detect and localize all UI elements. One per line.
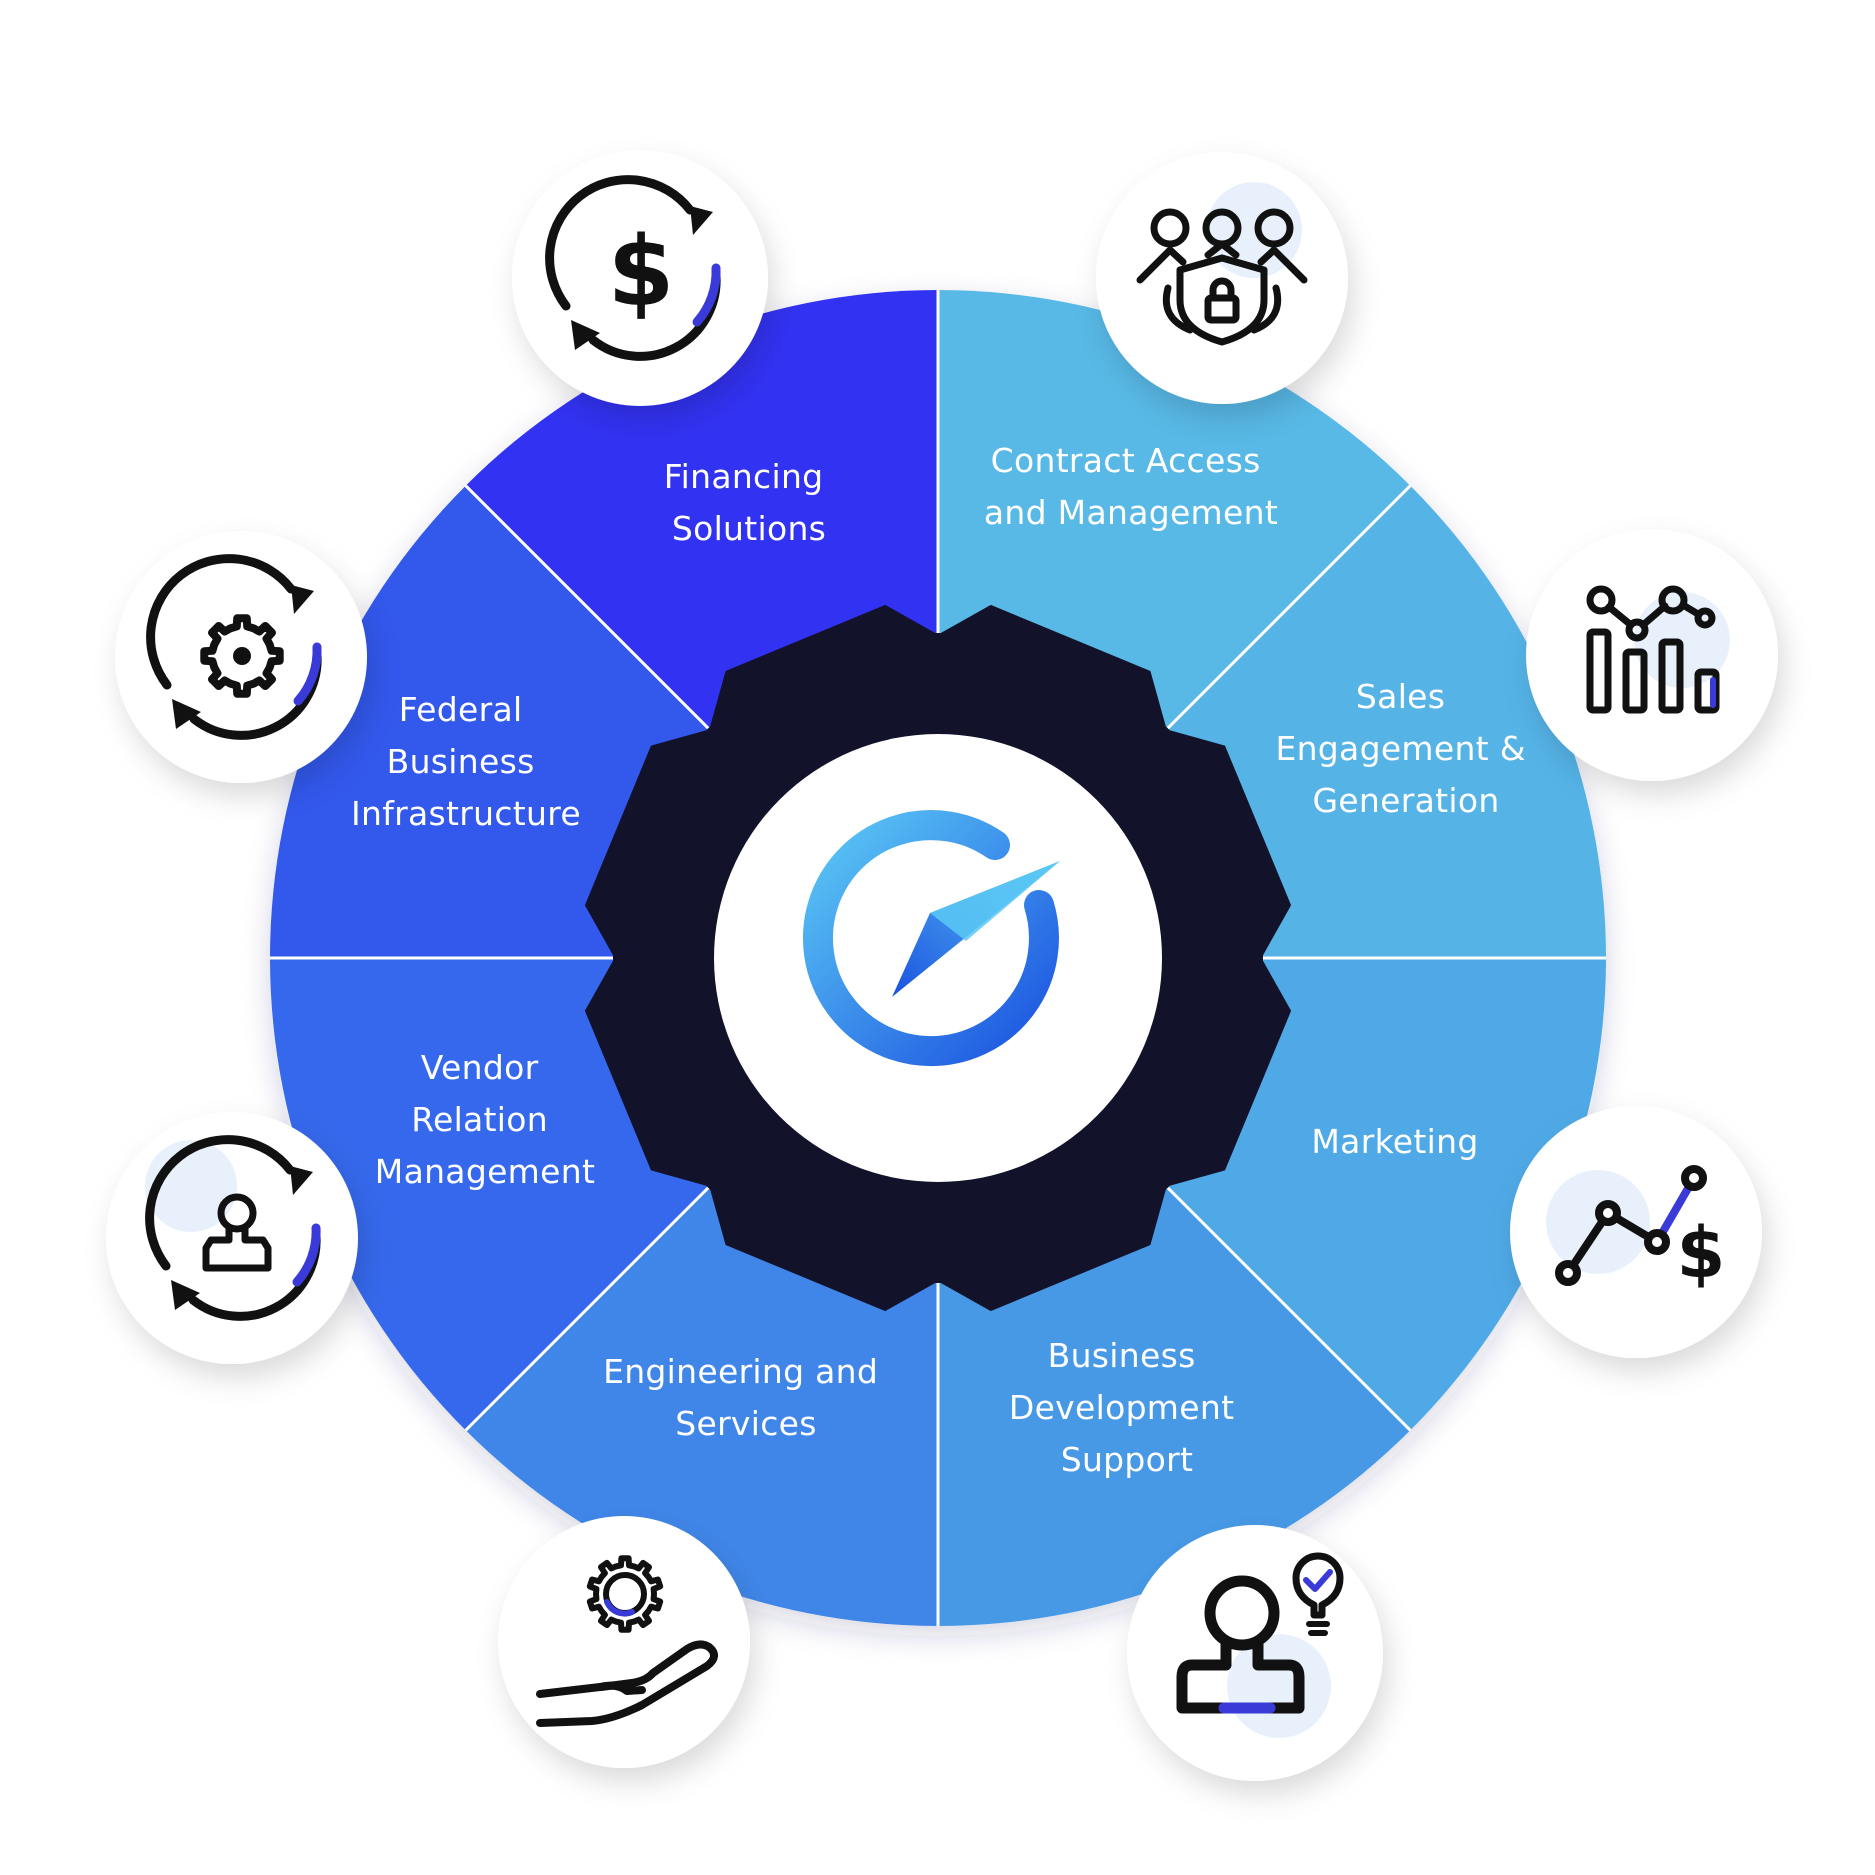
label-marketing: Marketing: [1311, 1122, 1478, 1161]
badge-federal-business: [115, 531, 367, 783]
person-idea-icon: [1176, 1552, 1344, 1714]
label-line: Development: [1009, 1388, 1234, 1427]
label-vendor-relation: Vendor Relation Management: [375, 1048, 595, 1191]
person-cycle-icon: [145, 1135, 321, 1321]
segment-labels: Financing Solutions Contract Access and …: [351, 441, 1536, 1479]
badge-financing-solutions: $: [512, 150, 768, 406]
label-sales-engagement: Sales Engagement & Generation: [1275, 677, 1536, 820]
hand-gear-icon: [536, 1555, 718, 1727]
label-line: Management: [375, 1152, 595, 1191]
label-line: Services: [675, 1404, 817, 1443]
label-line: Vendor: [421, 1048, 539, 1087]
badge-business-development: [1127, 1525, 1383, 1781]
label-line: Federal: [399, 690, 523, 729]
label-line: Infrastructure: [351, 794, 581, 833]
badge-sales-engagement: [1526, 529, 1778, 781]
trend-dollar-icon: $: [1555, 1165, 1726, 1294]
label-line: Sales: [1356, 677, 1445, 716]
gear-outline: [200, 614, 284, 698]
label-engineering-services: Engineering and Services: [603, 1352, 889, 1443]
svg-text:$: $: [608, 216, 675, 328]
gear-outline: [586, 1555, 664, 1633]
label-line: Financing: [664, 457, 824, 496]
label-line: Solutions: [672, 509, 826, 548]
label-line: Marketing: [1311, 1122, 1478, 1161]
badge-vendor-relation: [106, 1112, 358, 1364]
label-line: Generation: [1312, 781, 1499, 820]
badge-engineering-services: [498, 1516, 750, 1768]
label-contract-access: Contract Access and Management: [984, 441, 1278, 532]
label-line: and Management: [984, 493, 1278, 532]
dollar-cycle-icon: $: [545, 175, 721, 361]
compass-logo-icon: [802, 810, 1060, 1067]
label-line: Business: [387, 742, 535, 781]
badge-marketing: $: [1510, 1106, 1762, 1358]
label-line: Relation: [411, 1100, 548, 1139]
badge-contract-access: [1096, 152, 1348, 404]
icon-badges: $: [106, 150, 1778, 1781]
label-business-development: Business Development Support: [1009, 1336, 1245, 1479]
team-security-icon: [1136, 208, 1308, 346]
label-financing-solutions: Financing Solutions: [664, 457, 834, 548]
label-line: Support: [1061, 1440, 1194, 1479]
label-line: Engagement &: [1275, 729, 1525, 768]
svg-text:$: $: [1677, 1212, 1726, 1294]
label-line: Engineering and: [603, 1352, 878, 1391]
label-line: Contract Access: [991, 441, 1261, 480]
label-federal-business: Federal Business Infrastructure: [351, 690, 581, 833]
analytics-bars-icon: [1586, 585, 1720, 714]
gear-cycle-icon: [146, 554, 322, 740]
label-line: Business: [1048, 1336, 1196, 1375]
